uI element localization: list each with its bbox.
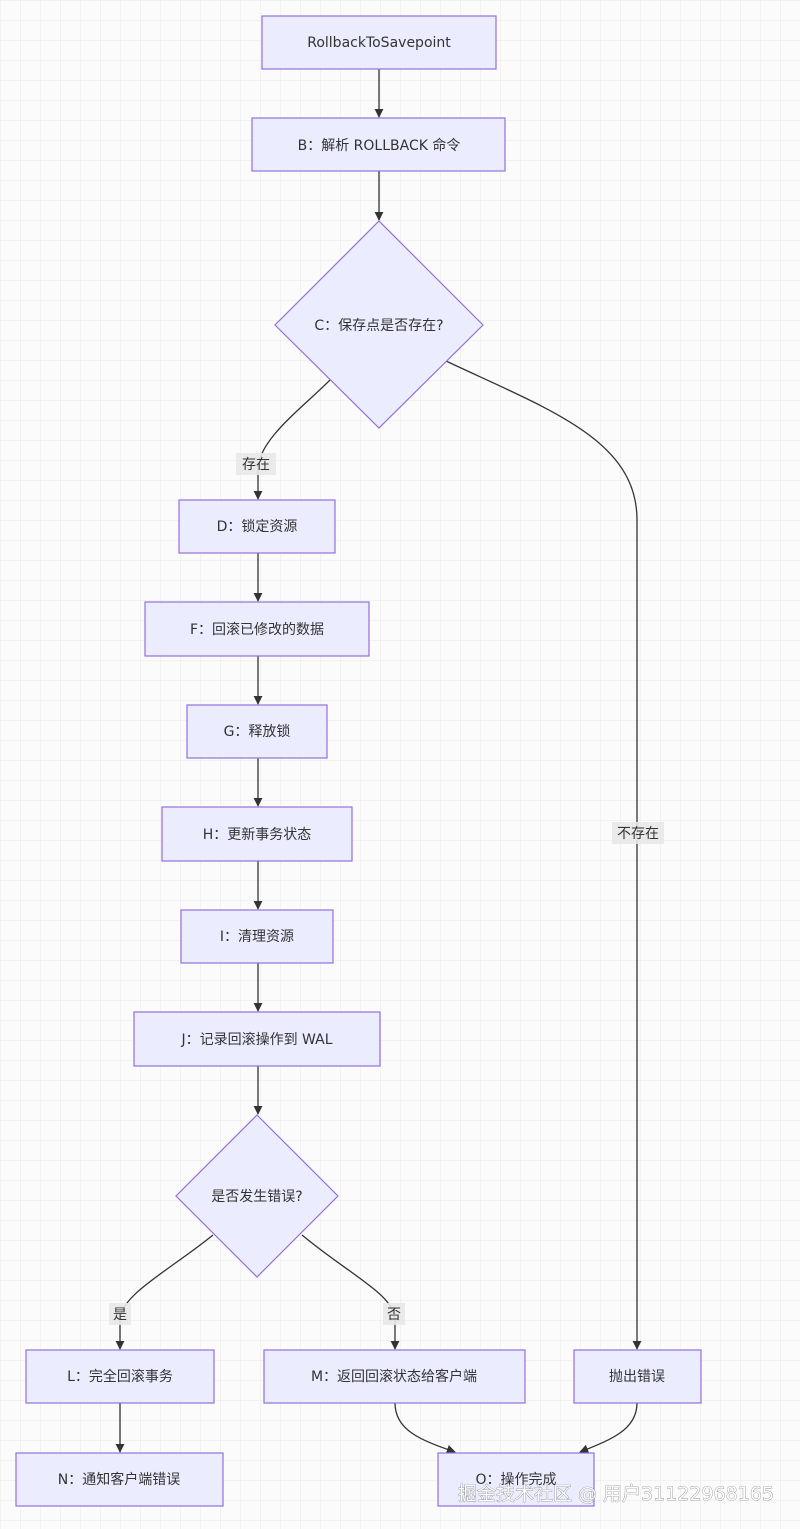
edge-label-not-exists-text: 不存在 [617, 826, 659, 842]
node-a: RollbackToSavepoint [261, 15, 497, 70]
node-o-label: O：操作完成 [475, 1472, 556, 1488]
node-j-label: J：记录回滚操作到 WAL [180, 1031, 332, 1048]
node-l-label: L：完全回滚事务 [67, 1368, 173, 1385]
edge-label-exists: 存在 [236, 453, 276, 475]
edge-m-o [394, 1402, 456, 1454]
edges [115, 69, 642, 1454]
node-o: O：操作完成 [437, 1452, 595, 1507]
edge-label-exists-text: 存在 [242, 457, 270, 473]
node-g-label: G：释放锁 [224, 724, 291, 740]
node-b-label: B：解析 ROLLBACK 命令 [298, 137, 461, 154]
node-i: I：清理资源 [180, 909, 334, 964]
node-n-label: N：通知客户端错误 [58, 1471, 180, 1488]
edge-c-e [445, 360, 642, 1350]
watermark-text: 掘金技术社区 @ 用户3112296816​5 [458, 1483, 774, 1505]
edge-c-d [253, 379, 331, 500]
edge-label-not-exists: 不存在 [612, 822, 664, 844]
node-c-label: C：保存点是否存在? [314, 318, 443, 334]
node-k-decision: 是否发生错误? [175, 1114, 339, 1278]
edge-label-no: 否 [383, 1303, 405, 1325]
node-b: B：解析 ROLLBACK 命令 [251, 117, 506, 172]
node-k-label: 是否发生错误? [211, 1189, 302, 1205]
node-j: J：记录回滚操作到 WAL [133, 1011, 381, 1067]
edge-label-yes-text: 是 [113, 1307, 127, 1323]
node-h: H：更新事务状态 [161, 806, 353, 862]
node-d: D：锁定资源 [178, 499, 336, 554]
node-f: F：回滚已修改的数据 [144, 601, 370, 657]
node-l: L：完全回滚事务 [25, 1349, 215, 1404]
node-f-label: F：回滚已修改的数据 [190, 621, 324, 638]
edge-k-l [115, 1234, 214, 1350]
node-g: G：释放锁 [186, 704, 328, 759]
node-a-label: RollbackToSavepoint [307, 35, 451, 51]
node-e: 抛出错误 [573, 1349, 702, 1404]
edge-label-no-text: 否 [387, 1307, 401, 1323]
node-m-label: M：返回回滚状态给客户端 [311, 1368, 477, 1385]
edge-e-o [579, 1402, 638, 1454]
node-c-decision: C：保存点是否存在? [274, 220, 484, 429]
node-h-label: H：更新事务状态 [203, 827, 312, 843]
edge-label-yes: 是 [109, 1303, 131, 1325]
node-d-label: D：锁定资源 [217, 519, 298, 535]
node-i-label: I：清理资源 [220, 929, 294, 945]
edge-k-m [301, 1234, 400, 1350]
node-m: M：返回回滚状态给客户端 [263, 1349, 526, 1404]
node-n: N：通知客户端错误 [15, 1452, 224, 1507]
node-e-label: 抛出错误 [609, 1369, 665, 1385]
